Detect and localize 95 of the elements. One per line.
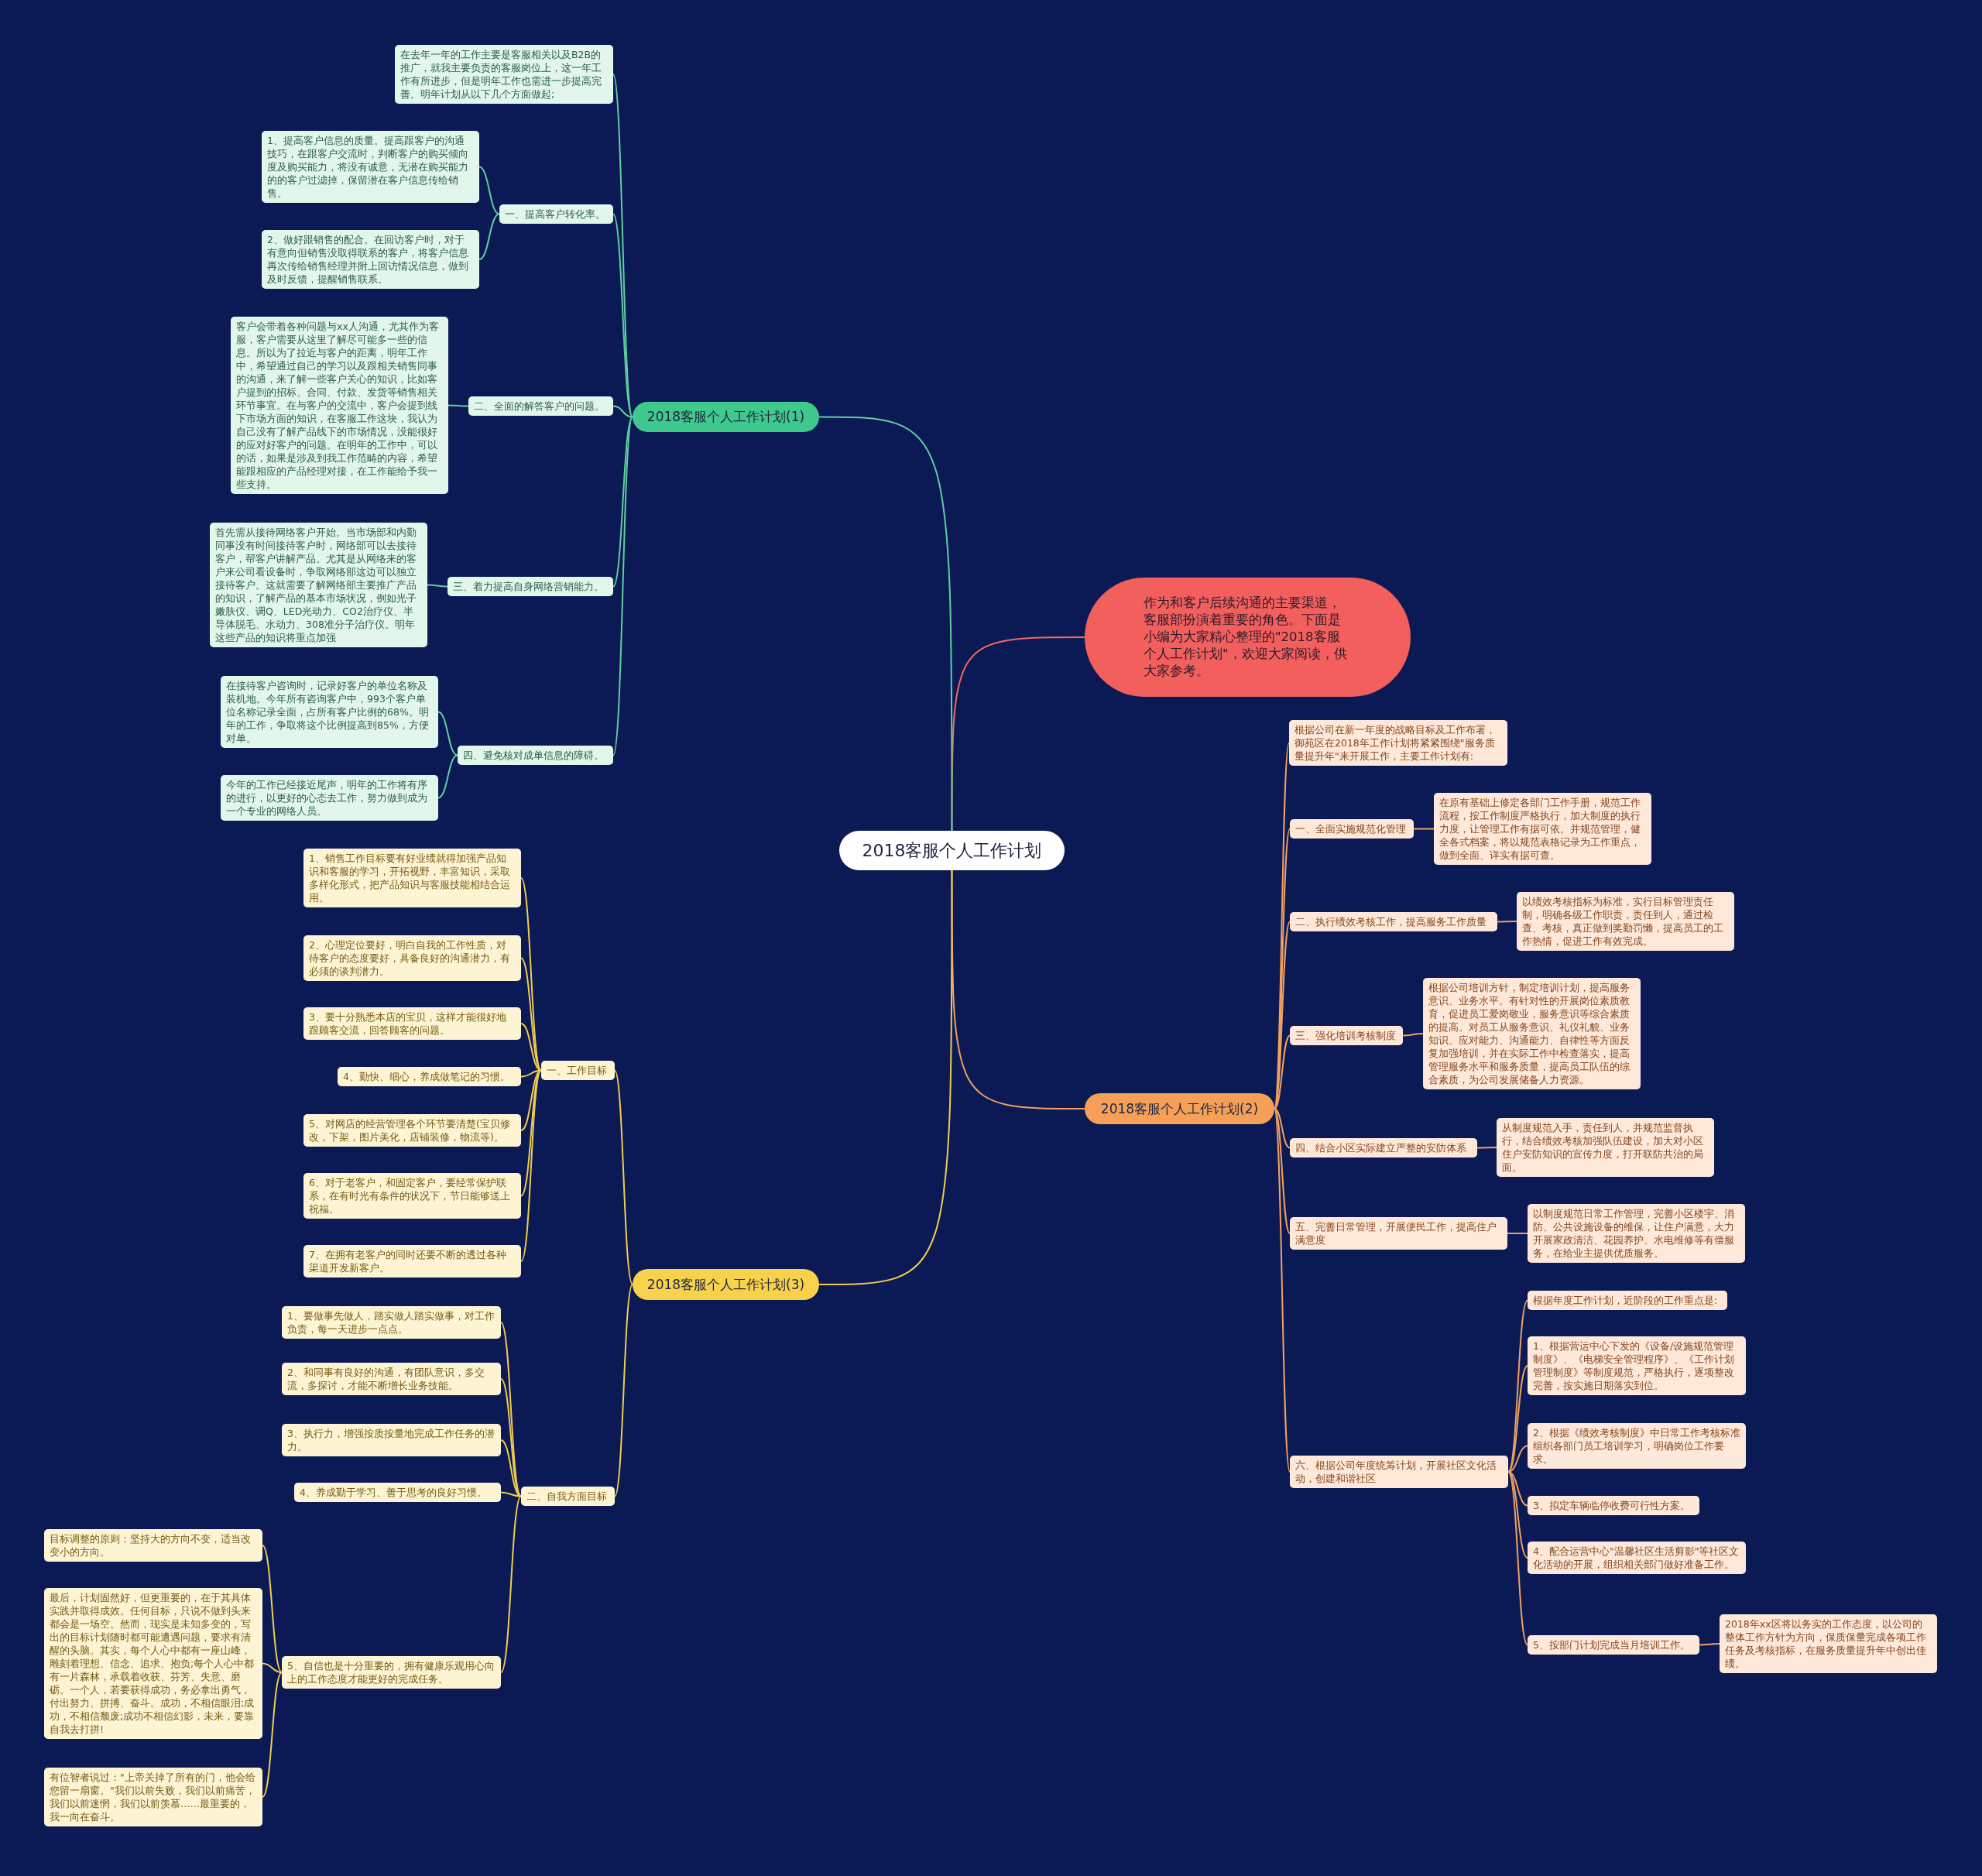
topic-box: 首先需从接待网络客户开始。当市场部和内勤同事没有时间接待客户时，网络部可以去接待客户，帮客户讲解产品。尤其是从网络来的客户来公司看设备时，争取网络部这边可以独立接待客户。这就需要了解网络部主要推广产品的知识，了解产品的基本市场状况，例如光子嫩肤仪、调Q、LED光动力、CO2治疗仪、半导体脱毛、水动力、308准分子治疗仪。明年这些产品的知识将重点加强 [210, 523, 427, 647]
connector-line [612, 416, 633, 756]
topic-box: 在去年一年的工作主要是客服相关以及B2B的推广，就我主要负责的客服岗位上，这一年工作有所进步，但是明年工作也需进一步提高完善。明年计划从以下几个方面做起; [395, 45, 613, 104]
connector-line [1507, 1233, 1528, 1234]
connector-line [1507, 1365, 1528, 1473]
topic-box: 5、按部门计划完成当月培训工作。 [1528, 1635, 1699, 1655]
topic-box: 根据公司培训方针，制定培训计划，提高服务意识、业务水平。有针对性的开展岗位素质教育，促进员工爱岗敬业，服务意识等综合素质的提高。对员工从服务意识、礼仪礼貌、业务知识、应对能力、沟通能力、自律性等方面反复加强培训，并在实际工作中检查落实，提高管理服务水平和服务质量，提高员工队伍的综合素质，为公司发展储备人力资源。 [1423, 978, 1641, 1089]
topic-box: 从制度规范入手，责任到人，并规范监督执行，结合绩效考核加强队伍建设，加大对小区住户安防知识的宣传力度，打开联防共治的局面。 [1497, 1118, 1714, 1177]
topic-box: 目标调整的原则：坚持大的方向不变，适当改变小的方向。 [44, 1529, 262, 1562]
connector-line [1274, 1108, 1291, 1234]
central-topic: 2018客服个人工作计划 [839, 831, 1065, 870]
topic-box: 3、执行力，增强按质按量地完成工作任务的潜力。 [282, 1424, 501, 1456]
topic-box: 4、配合运营中心"温馨社区生活剪影"等社区文化活动的开展，组织相关部门做好准备工作。 [1528, 1542, 1746, 1574]
topic-box: 二、全面的解答客户的问题。 [468, 396, 613, 416]
connector-line [437, 711, 458, 756]
connector-line [262, 1662, 283, 1673]
topic-box: 2、做好跟销售的配合。在回访客户时，对于有意向但销售没取得联系的客户，将客户信息再次传给销售经理并附上回访情况信息，做到及时反馈，提醒销售联系。 [262, 230, 479, 289]
connector-line [1507, 1299, 1528, 1473]
topic-box: 三、强化培训考核制度 [1290, 1026, 1403, 1045]
topic-box: 最后，计划固然好，但更重要的，在于其具体实践并取得成效。任何目标，只说不做到头来都会是一场空。然而，现实是未知多变的，写出的目标计划随时都可能遭遇问题，要求有清醒的头脑。其实，每个人心中都有一座山峰，雕刻着理想、信念、追求、抱负;每个人心中都有一片森林，承载着收获、芬芳、失意、磨砺。一个人，若要获得成功，务必拿出勇气，付出努力、拼搏、奋斗。成功，不相信眼泪;成功，不相信颓废;成功不相信幻影，未来，要靠自我去打拼! [44, 1588, 262, 1739]
connector-line [500, 1491, 522, 1497]
connector-line [1274, 1108, 1291, 1149]
connector-line [447, 404, 469, 407]
branch-topic: 2018客服个人工作计划(3) [633, 1269, 819, 1300]
topic-box: 1、根据营运中心下发的《设备/设施规范管理制度》、《电梯安全管理程序》、《工作计划管理制度》等制度规范，严格执行，逐项整改完善，按实施日期落实到位。 [1528, 1336, 1746, 1395]
topic-box: 根据公司在新一年度的战略目标及工作布署，御苑区在2018年工作计划将紧紧围绕"服务质量提升年"来开展工作，主要工作计划有: [1289, 720, 1507, 766]
connector-line [262, 1545, 283, 1673]
connector-line [500, 1378, 522, 1497]
topic-box: 以制度规范日常工作管理，完善小区楼宇、消防、公共设施设备的维保，让住户满意，大力开展家政清洁、花园养护、水电维修等有偿服务，在给业主提供优质服务。 [1528, 1204, 1745, 1263]
topic-box: 以绩效考核指标为标准，实行目标管理责任制，明确各级工作职责，责任到人，通过检查、考核，真正做到奖勤罚懒，提高员工的工作热情，促进工作有效完成。 [1517, 892, 1734, 951]
topic-box: 二、自我方面目标 [521, 1487, 615, 1506]
connector-line [1413, 828, 1435, 830]
connector-line [1497, 921, 1517, 923]
connector-line [520, 1069, 542, 1131]
topic-box: 5、自信也是十分重要的，拥有健康乐观用心向上的工作态度才能更好的完成任务。 [282, 1656, 501, 1689]
topic-box: 根据年度工作计划，近阶段的工作重点是: [1528, 1291, 1727, 1310]
topic-box: 2、和同事有良好的沟通，有团队意识，多交流，多探讨，才能不断增长业务技能。 [282, 1363, 501, 1395]
topic-box: 一、全面实施规范化管理 [1290, 819, 1414, 839]
topic-box: 五、完善日常管理，开展便民工作，提高住户满意度 [1290, 1217, 1507, 1250]
topic-box: 客户会带着各种问题与xx人沟通，尤其作为客服，客户需要从这里了解尽可能多一些的信息。所以为了拉近与客户的距离，明年工作中，希望通过自己的学习以及跟相关销售同事的沟通，来了解一些客户关心的知识，比如客户提到的招标、合同、付款、发货等销售相关环节事宜。在与客户的交流中，客户会提到线下市场方面的知识，在客服工作这块，我认为自己没有了解产品线下的市场情况，没能很好的应对好客户的问题。在明年的工作中，可以的话，如果是涉及到我工作范畴的内容，希望能跟相应的产品经理对接，在工作能给予我一些支持。 [231, 317, 448, 494]
connector-line [818, 869, 953, 1285]
connector-line [1402, 1033, 1424, 1037]
topic-box: 1、要做事先做人，踏实做人踏实做事，对工作负责，每一天进步一点点。 [282, 1306, 501, 1339]
topic-box: 一、提高客户转化率。 [499, 204, 613, 224]
topic-box: 三、着力提高自身网络营销能力。 [447, 577, 613, 596]
topic-box: 6、对于老客户，和固定客户，要经常保护联系，在有时光有条件的状况下，节日能够送上祝福。 [303, 1173, 521, 1219]
connector-line [500, 1495, 522, 1673]
branch-topic: 2018客服个人工作计划(2) [1085, 1093, 1274, 1124]
connector-line [1507, 1445, 1528, 1473]
topic-box: 今年的工作已经接近尾声，明年的工作将有序的进行，以更好的心态去工作，努力做到成为一个专业的网络人员。 [221, 775, 438, 821]
topic-box: 二、执行绩效考核工作，提高服务工作质量 [1290, 912, 1497, 931]
connector-line [951, 869, 1085, 1109]
connector-line [612, 213, 633, 418]
connector-line [612, 405, 633, 418]
topic-box: 四、结合小区实际建立严整的安防体系 [1290, 1138, 1477, 1157]
topic-box: 4、勤快、细心，养成做笔记的习惯。 [338, 1067, 521, 1086]
connector-line [1476, 1147, 1497, 1149]
connector-line [614, 1284, 633, 1497]
connector-line [612, 416, 633, 588]
topic-box: 一、工作目标 [541, 1061, 615, 1080]
connector-line [478, 166, 500, 215]
connector-line [1507, 1471, 1528, 1559]
topic-box: 2、根据《绩效考核制度》中日常工作考核标准组织各部门员工培训学习，明确岗位工作要求。 [1528, 1423, 1746, 1469]
connector-line [951, 636, 1085, 832]
intro-bubble: 作为和客户后续沟通的主要渠道，客服部扮演着重要的角色。下面是小编为大家精心整理的"2018客服个人工作计划"，欢迎大家阅读，供大家参考。 [1085, 578, 1411, 697]
connector-line [427, 584, 448, 588]
topic-box: 1、销售工作目标要有好业绩就得加强产品知识和客服的学习，开拓视野，丰富知识，采取多样化形式，把产品知识与客服技能相结合运用。 [303, 849, 521, 907]
topic-box: 7、在拥有老客户的同时还要不断的透过各种渠道开发新客户。 [303, 1245, 521, 1278]
connector-line [478, 213, 500, 260]
topic-box: 在原有基础上修定各部门工作手册，规范工作流程，按工作制度严格执行，加大制度的执行力度，让管理工作有据可依。并规范管理，健全各式档案，将以规范表格记录为工作重点，做到全面、详实有据可查。 [1434, 793, 1651, 865]
connector-line [520, 1069, 542, 1262]
connector-line [1274, 1108, 1291, 1473]
topic-box: 四、避免核对成单信息的障碍。 [458, 746, 613, 765]
branch-topic: 2018客服个人工作计划(1) [633, 402, 819, 432]
connector-line [1507, 1471, 1528, 1646]
topic-box: 3、拟定车辆临停收费可行性方案。 [1528, 1496, 1699, 1515]
topic-box: 2、心理定位要好，明白自我的工作性质，对待客户的态度要好，具备良好的沟通潜力，有必须的谈判潜力。 [303, 935, 521, 981]
topic-box: 4、养成勤于学习、善于思考的良好习惯。 [294, 1483, 501, 1502]
topic-box: 在接待客户咨询时，记录好客户的单位名称及装机地。今年所有咨询客户中，993个客户单位名称记录全面，占所有客户比例的68%。明年的工作，争取将这个比例提高到85%，方便对单。 [221, 676, 438, 748]
connector-line [520, 1023, 542, 1072]
connector-line [614, 1069, 633, 1285]
topic-box: 六、根据公司年度统筹计划，开展社区文化活动，创建和谐社区 [1290, 1456, 1508, 1488]
connector-line [262, 1672, 283, 1798]
connector-line [1699, 1643, 1720, 1646]
connector-line [520, 957, 542, 1072]
connector-line [500, 1439, 522, 1497]
topic-box: 2018年xx区将以务实的工作态度，以公司的整体工作方针为方向，保质保量完成各项工作任务及考核指标，在服务质量提升年中创出佳绩。 [1720, 1614, 1937, 1673]
topic-box: 有位智者说过："上帝关掉了所有的门，他会给您留一扇窗。"我们以前失败，我们以前痛苦，我们以前迷惘，我们以前羡慕……最重要的，我一向在奋斗。 [44, 1768, 262, 1826]
connector-line [818, 416, 953, 832]
topic-box: 3、要十分熟悉本店的宝贝，这样才能很好地跟顾客交流，回答顾客的问题。 [303, 1007, 521, 1040]
connector-line [437, 754, 458, 799]
topic-box: 1、提高客户信息的质量。提高跟客户的沟通技巧，在跟客户交流时，判断客户的购买倾向度及购买能力，将没有诚意，无潜在购买能力的的客户过滤掉，保留潜在客户信息传给销售。 [262, 131, 479, 203]
connector-line [1274, 1034, 1291, 1109]
topic-box: 5、对网店的经营管理各个环节要清楚(宝贝修改，下架，图片美化，店铺装修，物流等)。 [303, 1114, 521, 1147]
connector-line [520, 1069, 542, 1197]
